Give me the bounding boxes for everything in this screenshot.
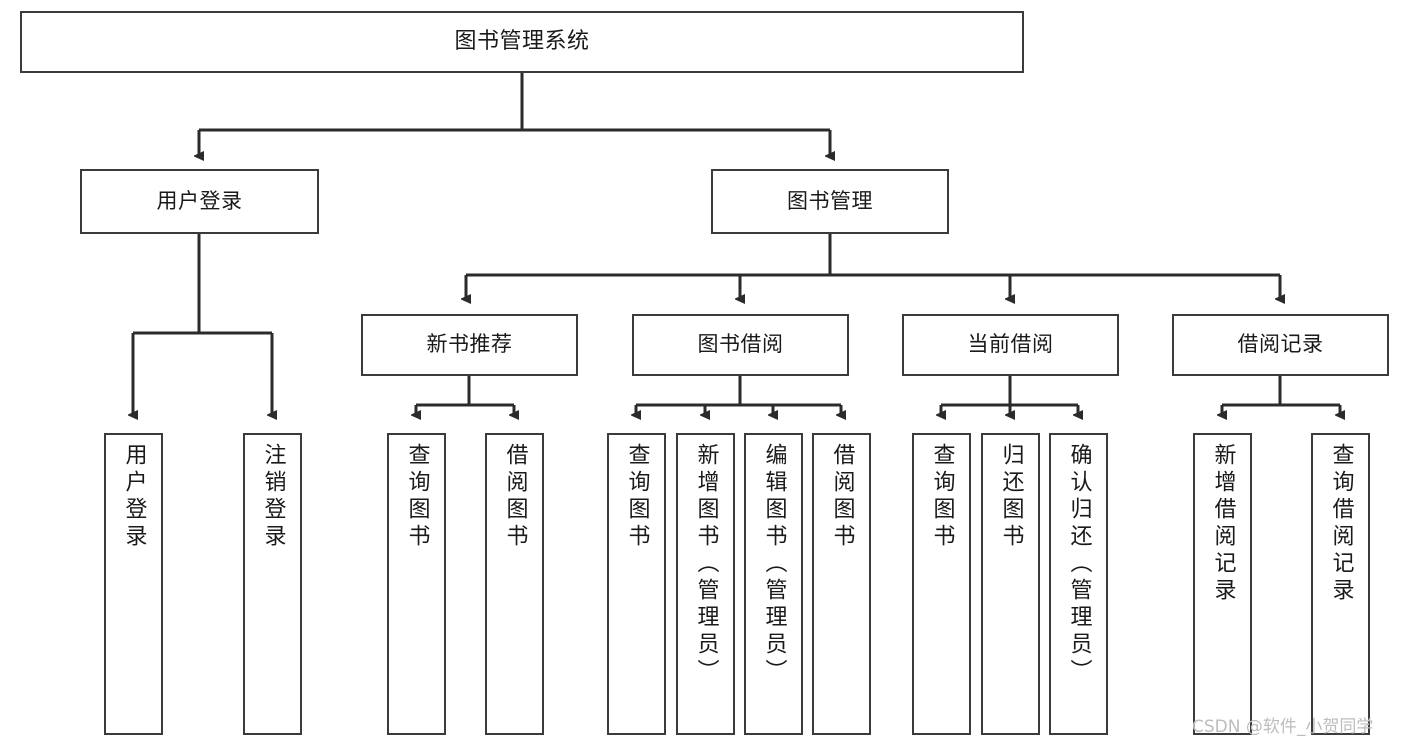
node-new-book-recommendation[interactable]: 新书推荐 <box>361 314 578 376</box>
node-label: 新书推荐 <box>426 332 513 357</box>
csdn-watermark: CSDN @软件_小贺同学 <box>1192 717 1374 737</box>
node-label: 查询图书 <box>929 443 955 551</box>
node-label: 用户登录 <box>121 443 147 551</box>
node-label: 新增借阅记录 <box>1210 443 1236 605</box>
node-label: 借阅图书 <box>502 443 528 551</box>
node-label: 查询图书 <box>404 443 430 551</box>
node-label: 确认归还（管理员） <box>1066 443 1092 686</box>
node-label: 当前借阅 <box>967 332 1054 357</box>
leaf-add-borrow-record[interactable]: 新增借阅记录 <box>1193 433 1252 735</box>
node-user-login[interactable]: 用户登录 <box>80 169 319 234</box>
node-label: 借阅图书 <box>829 443 855 551</box>
leaf-query-borrow-record[interactable]: 查询借阅记录 <box>1311 433 1370 735</box>
leaf-logout[interactable]: 注销登录 <box>243 433 302 735</box>
leaf-confirm-return-admin[interactable]: 确认归还（管理员） <box>1049 433 1108 735</box>
node-book-management-system[interactable]: 图书管理系统 <box>20 11 1024 73</box>
node-label: 用户登录 <box>156 188 243 213</box>
leaf-return-book[interactable]: 归还图书 <box>981 433 1040 735</box>
node-label: 注销登录 <box>260 443 286 551</box>
node-book-management[interactable]: 图书管理 <box>711 169 949 234</box>
node-current-borrowing[interactable]: 当前借阅 <box>902 314 1119 376</box>
node-label: 新增图书（管理员） <box>693 443 719 686</box>
node-label: 借阅记录 <box>1237 332 1324 357</box>
leaf-user-login[interactable]: 用户登录 <box>104 433 163 735</box>
leaf-query-book-new-books[interactable]: 查询图书 <box>387 433 446 735</box>
leaf-edit-book-admin[interactable]: 编辑图书（管理员） <box>744 433 803 735</box>
node-label: 归还图书 <box>998 443 1024 551</box>
node-label: 查询借阅记录 <box>1328 443 1354 605</box>
node-label: 查询图书 <box>624 443 650 551</box>
leaf-query-book-borrowing[interactable]: 查询图书 <box>607 433 666 735</box>
node-borrow-records[interactable]: 借阅记录 <box>1172 314 1389 376</box>
node-label: 图书借阅 <box>697 332 784 357</box>
node-book-borrowing[interactable]: 图书借阅 <box>632 314 849 376</box>
leaf-add-book-admin[interactable]: 新增图书（管理员） <box>676 433 735 735</box>
leaf-borrow-book-new-books[interactable]: 借阅图书 <box>485 433 544 735</box>
leaf-query-book-current[interactable]: 查询图书 <box>912 433 971 735</box>
node-label: 编辑图书（管理员） <box>761 443 787 686</box>
leaf-borrow-book-borrowing[interactable]: 借阅图书 <box>812 433 871 735</box>
node-label: 图书管理 <box>787 188 873 213</box>
node-label: 图书管理系统 <box>454 28 590 54</box>
